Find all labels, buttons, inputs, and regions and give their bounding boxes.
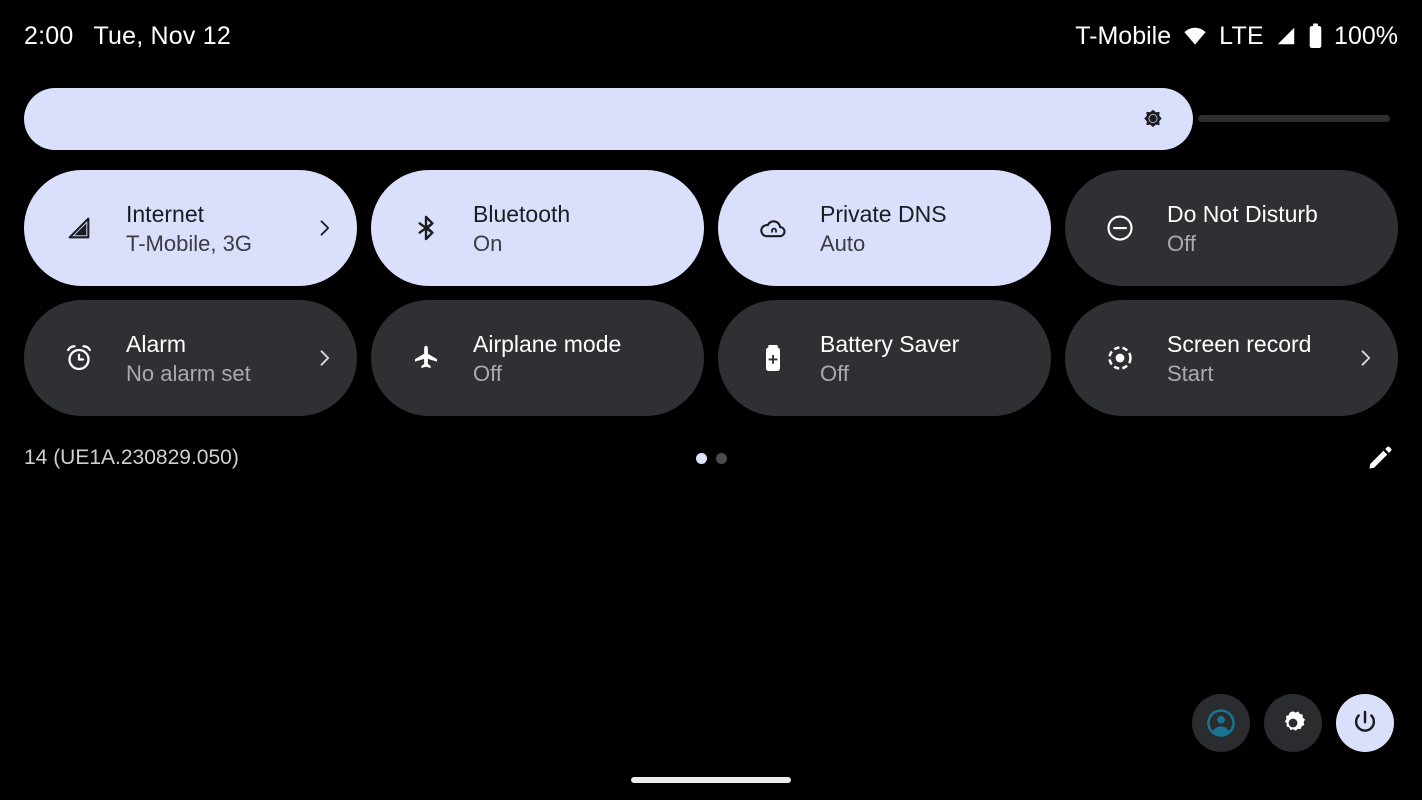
brightness-slider-track[interactable] [1198,115,1390,122]
tile-title: Private DNS [820,200,947,227]
tile-do-not-disturb[interactable]: Do Not Disturb Off [1065,170,1398,286]
tile-subtitle: On [473,230,503,256]
user-avatar-icon [1205,707,1237,739]
tile-airplane-mode-text: Airplane mode Off [473,329,682,388]
tile-battery-saver-text: Battery Saver Off [820,329,1029,388]
tile-alarm[interactable]: Alarm No alarm set [24,300,357,416]
quick-settings-footer: 14 (UE1A.230829.050) [24,438,1398,478]
tile-internet[interactable]: Internet T-Mobile, 3G [24,170,357,286]
tile-subtitle: No alarm set [126,360,251,386]
wifi-icon [1182,23,1208,49]
tile-subtitle: Start [1167,360,1214,386]
quick-settings-tile-grid: Internet T-Mobile, 3G Bluetooth On [24,170,1398,416]
tile-screen-record-text: Screen record Start [1167,329,1354,388]
tile-private-dns[interactable]: Private DNS Auto [718,170,1051,286]
tile-subtitle: T-Mobile, 3G [126,230,252,256]
tile-screen-record[interactable]: Screen record Start [1065,300,1398,416]
brightness-slider-fill[interactable] [24,88,1193,150]
battery-full-icon [1308,23,1323,49]
tile-do-not-disturb-text: Do Not Disturb Off [1167,199,1376,258]
status-battery-percent: 100% [1334,21,1398,50]
status-bar: 2:00 Tue, Nov 12 T-Mobile LTE 100% [0,0,1422,72]
footer-action-buttons [1192,694,1394,752]
tile-subtitle: Off [1167,230,1196,256]
tile-title: Bluetooth [473,200,571,227]
status-network-type: LTE [1219,21,1265,50]
tile-battery-saver[interactable]: Battery Saver Off [718,300,1051,416]
tile-title: Battery Saver [820,330,960,357]
cell-signal-icon [62,211,96,245]
tile-title: Alarm [126,330,187,357]
alarm-clock-icon [62,341,96,375]
status-carrier-label: T-Mobile [1075,21,1172,50]
tile-alarm-text: Alarm No alarm set [126,329,313,388]
cloud-lock-icon [756,211,790,245]
tile-title: Do Not Disturb [1167,200,1318,227]
page-dot-inactive[interactable] [715,452,727,464]
status-bar-left: 2:00 Tue, Nov 12 [24,22,231,51]
page-dot-active[interactable] [695,452,707,464]
tile-private-dns-text: Private DNS Auto [820,199,1029,258]
tile-airplane-mode[interactable]: Airplane mode Off [371,300,704,416]
battery-saver-icon [756,341,790,375]
tile-title: Internet [126,200,204,227]
build-version-label: 14 (UE1A.230829.050) [24,446,239,469]
airplane-icon [409,341,443,375]
edit-tiles-button[interactable] [1362,440,1398,476]
tile-title: Screen record [1167,330,1312,357]
chevron-right-icon[interactable] [313,217,335,239]
brightness-sun-icon [1138,104,1168,134]
tile-subtitle: Off [473,360,502,386]
tile-bluetooth[interactable]: Bluetooth On [371,170,704,286]
chevron-right-icon[interactable] [313,347,335,369]
cell-signal-icon [1275,25,1297,47]
power-button[interactable] [1336,694,1394,752]
settings-button[interactable] [1264,694,1322,752]
tile-subtitle: Off [820,360,849,386]
home-gesture-bar[interactable] [631,777,791,783]
status-bar-right: T-Mobile LTE 100% [1075,22,1398,51]
status-date: Tue, Nov 12 [93,21,231,50]
tile-title: Airplane mode [473,330,622,357]
tile-internet-text: Internet T-Mobile, 3G [126,199,313,258]
screen-record-icon [1103,341,1137,375]
tile-subtitle: Auto [820,230,866,256]
user-switcher-button[interactable] [1192,694,1250,752]
brightness-slider[interactable] [24,88,1398,150]
chevron-right-icon[interactable] [1354,347,1376,369]
bluetooth-icon [409,211,443,245]
gear-icon [1278,708,1308,738]
power-icon [1351,709,1379,737]
tile-bluetooth-text: Bluetooth On [473,199,682,258]
status-clock: 2:00 [24,21,74,50]
pencil-edit-icon [1366,444,1394,472]
do-not-disturb-icon [1103,211,1137,245]
